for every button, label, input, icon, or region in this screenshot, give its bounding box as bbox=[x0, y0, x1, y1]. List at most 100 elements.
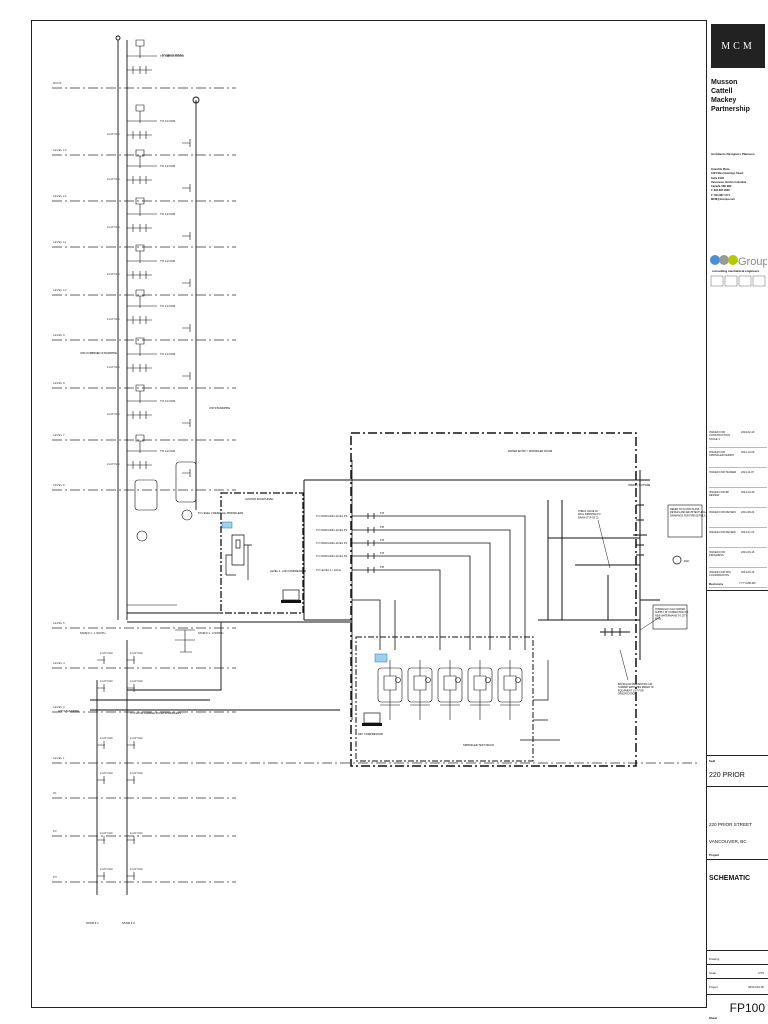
note-line: NEW WATERMAINS TO CITY bbox=[655, 614, 688, 617]
zone-label: 2-1/2" FHC bbox=[100, 831, 113, 835]
zone-label: 2-1/2" FHC bbox=[130, 771, 143, 775]
fire-pump-symbol bbox=[181, 509, 193, 521]
janitor-valve-assembly bbox=[225, 534, 252, 580]
fhc-valve bbox=[127, 176, 152, 184]
revision-description: ISSUED FOR REVIEW bbox=[709, 511, 736, 514]
divider bbox=[707, 755, 768, 756]
to-floor-label: TO FLOOR bbox=[160, 449, 176, 453]
parkade-feed-line bbox=[352, 515, 526, 650]
note-line: SUPPLY AT CONNECTION OF bbox=[655, 611, 689, 614]
sheet-label: Sheet bbox=[709, 1016, 718, 1020]
water-entry-label: WATER ENTRY / SPRINKLER ROOM bbox=[508, 449, 552, 453]
revision-date: 2021-09-30 bbox=[741, 491, 755, 494]
to-floor-change-label: TO FLOOR CHANGE ROOM SPRINKLERS bbox=[130, 711, 181, 715]
note-line: BACKFLOW PREVENTOR C/W bbox=[618, 683, 653, 686]
janitor-room-box bbox=[220, 492, 304, 614]
drain-tee bbox=[182, 184, 191, 192]
address-line: MCM@mcmpa.com bbox=[711, 198, 735, 202]
pressure-gauge bbox=[485, 677, 491, 683]
fhc-valve bbox=[127, 461, 152, 469]
firm-logo: MCM bbox=[711, 24, 765, 68]
parkade-label: TO PARKADE LEVEL P2 bbox=[316, 528, 348, 532]
revision-row: ISSUED FOR TENDER 2021-11-07 bbox=[709, 468, 767, 488]
project-city: VANCOUVER, BC bbox=[709, 839, 747, 844]
stair-b-label: STAIR # 2 bbox=[122, 921, 135, 925]
note-line: TAMPER SWITCHES REFER TO bbox=[618, 686, 654, 689]
revision-description: ISSUED FOR TENDER bbox=[709, 471, 737, 474]
parkade-feed-line bbox=[352, 529, 511, 650]
address-line: F: 604.687.1771 bbox=[711, 193, 731, 197]
riser-tank bbox=[175, 461, 197, 503]
pressure-gauge bbox=[515, 677, 521, 683]
pipe-size-label: 6"Ø bbox=[380, 566, 384, 569]
floor-branch bbox=[127, 289, 157, 308]
firm-name-line: Cattell bbox=[711, 88, 733, 95]
floor-branch bbox=[127, 197, 157, 216]
parkade-label: TO LEVEL 1 / HIGH bbox=[316, 568, 341, 572]
valve-highlight bbox=[374, 653, 388, 663]
zone-label: 2-1/2" FHC bbox=[130, 831, 143, 835]
parkade-labels: TO PARKADE LEVEL P16"ØTO PARKADE LEVEL P… bbox=[316, 512, 384, 572]
sheet-number: FP100 bbox=[729, 1001, 765, 1015]
riser-top-cap bbox=[115, 35, 121, 41]
outside-valve-assembly bbox=[633, 504, 647, 556]
level-label: LEVEL 7 bbox=[53, 433, 65, 437]
pressure-gauge bbox=[395, 677, 401, 683]
drawing-label: Drawing bbox=[709, 957, 720, 961]
note-line: HYDRAULIC CALC WATER bbox=[655, 608, 685, 611]
level-lines bbox=[52, 87, 700, 883]
revisions-value: YYYY-MM-DD bbox=[739, 582, 756, 585]
zone-label: 2-1/2" FHC bbox=[130, 867, 143, 871]
note-line: EQUIPMENT LIST FOR bbox=[618, 689, 644, 692]
drain-tee bbox=[182, 419, 191, 427]
level-label: LEVEL 5 bbox=[53, 621, 65, 625]
revision-date: 2021-12-09 bbox=[741, 451, 755, 454]
drain-tee bbox=[182, 324, 191, 332]
fhc-valve bbox=[127, 66, 152, 74]
dry-compressor-label: DRY COMPRESSOR bbox=[358, 732, 383, 736]
pipe-size-label: 6"Ø bbox=[380, 539, 384, 542]
revision-date: 2021-11-07 bbox=[741, 471, 755, 474]
to-floor-label: TO MECH ROOM bbox=[160, 54, 184, 58]
to-floor-label: TO FLOOR bbox=[160, 399, 176, 403]
to-floor-label: TO FLOOR bbox=[160, 164, 176, 168]
fhc-valve bbox=[97, 776, 135, 784]
revision-date: 2021-08-24 bbox=[741, 511, 755, 514]
floor-branch bbox=[127, 149, 157, 168]
address-line: Granville Plaza bbox=[711, 168, 730, 171]
zone-label: 2-1/2" FHC bbox=[107, 177, 120, 181]
level-label: LEVEL 12 bbox=[53, 194, 67, 198]
address-line: Canada V6E 0B2 bbox=[711, 185, 732, 189]
project-number-label: Project bbox=[709, 985, 718, 989]
revision-description: ISSUED FOR SPRINKLER PERMIT bbox=[709, 451, 735, 458]
fire-pump-symbol bbox=[136, 530, 148, 542]
hydraulic-note-box bbox=[652, 604, 688, 630]
revision-description: ISSUED FOR BP REVIEW bbox=[709, 491, 729, 498]
combined-standpipe-label: 4"Ø COMBINED STANDPIPE bbox=[80, 351, 117, 355]
zone-label: 2-1/2" FHC bbox=[107, 462, 120, 466]
revision-row: ISSUED FOR SPRINKLER PERMIT 2021-12-09 bbox=[709, 448, 767, 468]
pressure-gauge bbox=[455, 677, 461, 683]
drain-tee bbox=[182, 232, 191, 240]
zone-label: 2-1/2" FHC bbox=[100, 651, 113, 655]
address-line: T: 604.687.2990 bbox=[711, 189, 730, 193]
parkade-feed-lines bbox=[351, 460, 526, 720]
zone-label: 2-1/2" FHC bbox=[100, 771, 113, 775]
lower-branch bbox=[127, 604, 195, 653]
seal-label: Seal bbox=[709, 759, 716, 763]
parkade-feed-line bbox=[352, 555, 471, 650]
note-line: CHECK VALVE IN bbox=[578, 510, 598, 513]
zone-label: 2-1/2" FHC bbox=[130, 679, 143, 683]
stair-1-north-label: STAIR # 1 - 2 NORTH bbox=[198, 631, 224, 635]
project-name: 220 PRIOR bbox=[709, 772, 745, 779]
divider bbox=[707, 859, 768, 860]
divider bbox=[707, 590, 768, 591]
level-label: LEVEL 9 bbox=[53, 333, 65, 337]
floor-branch bbox=[127, 244, 157, 263]
fhc-valve bbox=[97, 684, 135, 692]
